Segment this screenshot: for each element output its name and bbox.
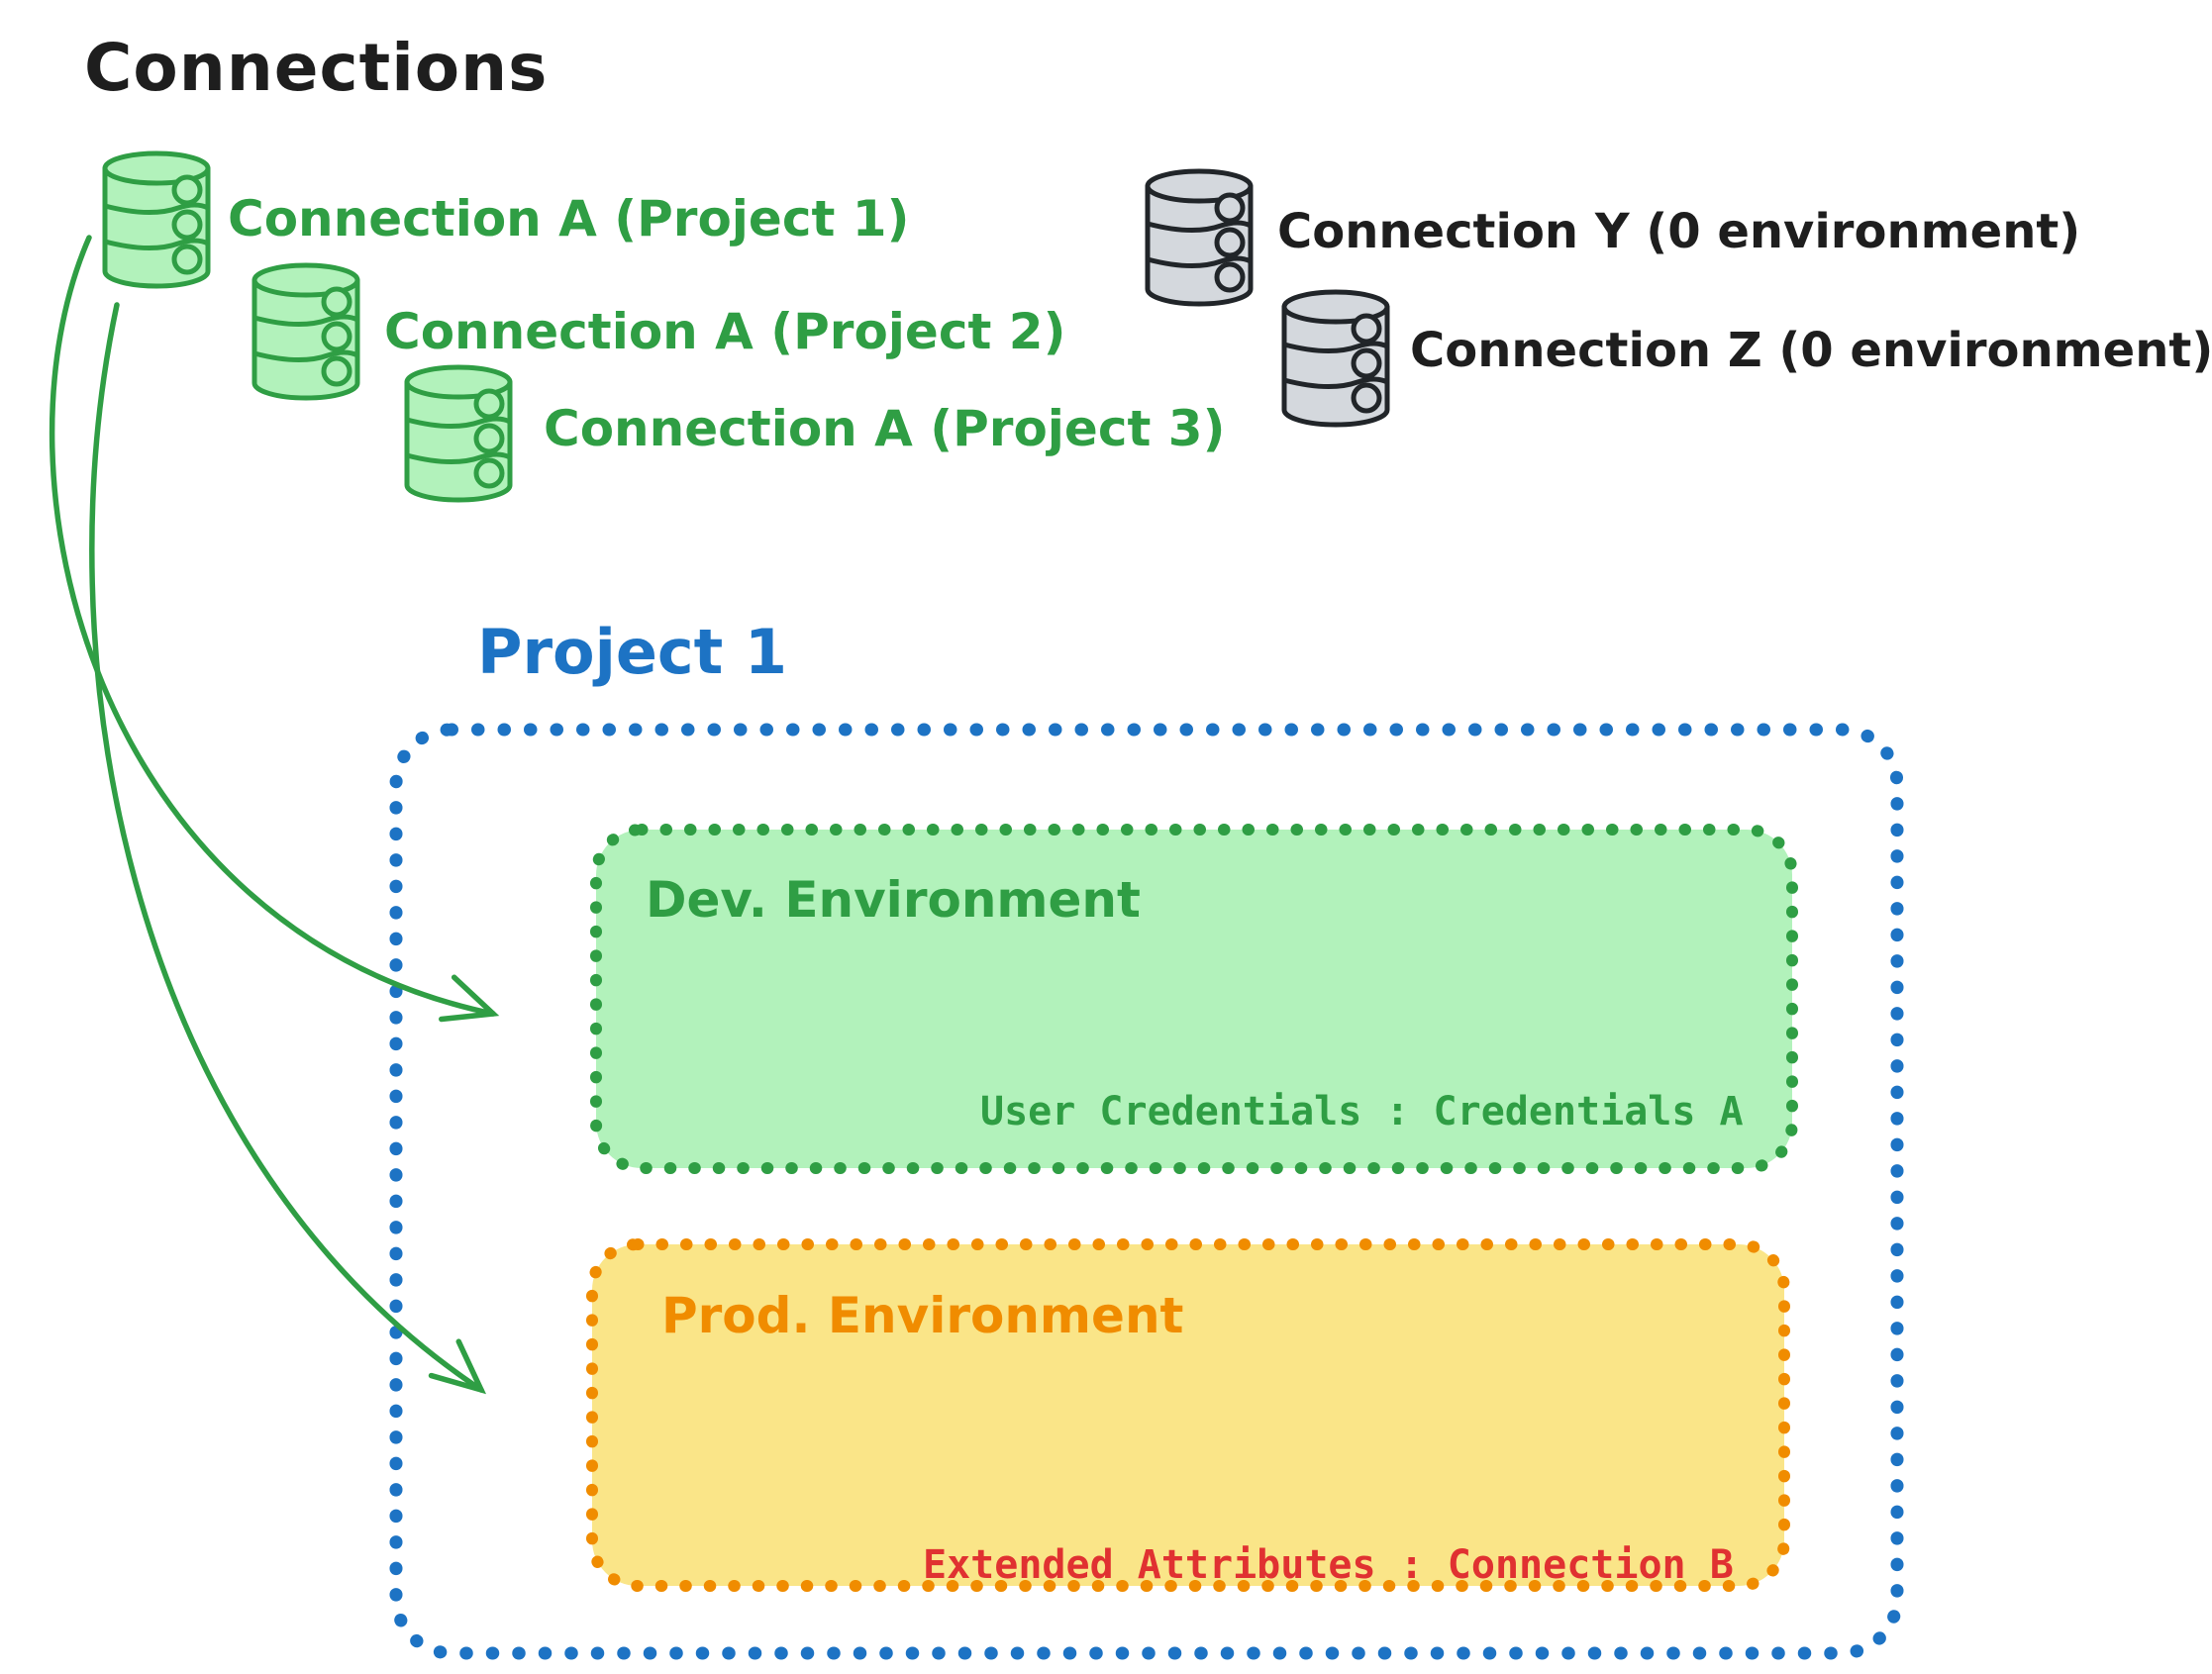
arrow-to-prod-environment [89,302,487,1395]
prod-environment-box [586,1238,1790,1592]
dev-environment-box [590,824,1798,1174]
project-1-title: Project 1 [477,616,788,688]
connection-a-project-3-label: Connection A (Project 3) [544,400,1226,457]
dev-credentials-mapping: User Credentials : Credentials A [980,1089,1744,1134]
connection-z-label: Connection Z (0 environment) [1410,323,2212,378]
project-1-container [389,723,1904,1660]
database-icon-connection-z [1284,292,1387,425]
prod-mapping-line-1: Extended Attributes : Connection B [923,1542,1734,1588]
page-title: Connections [84,30,549,106]
database-icon-connection-a-project-2 [254,265,357,398]
connection-a-project-1-label: Connection A (Project 1) [228,190,910,247]
arrow-to-dev-environment [49,235,500,1023]
database-icon-connection-y [1148,171,1251,304]
database-icon-connection-a-project-3 [407,367,510,500]
connection-y-label: Connection Y (0 environment) [1277,204,2081,259]
dev-environment-title: Dev. Environment [646,871,1141,929]
database-icon-connection-a-project-1 [105,153,208,286]
prod-environment-title: Prod. Environment [661,1287,1184,1344]
prod-mappings: Extended Attributes : Connection B Ext.A… [923,1441,1758,1674]
connection-a-project-2-label: Connection A (Project 2) [384,303,1066,360]
